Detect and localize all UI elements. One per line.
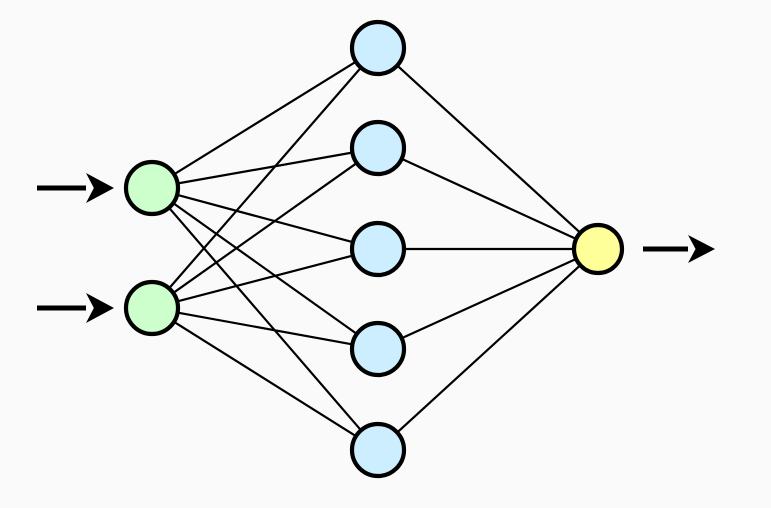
output-arrow-1 <box>643 235 715 263</box>
input-node-2[interactable] <box>123 279 181 337</box>
edge-i2-h3 <box>175 254 355 303</box>
edges-group <box>167 60 583 438</box>
hidden-node-4[interactable] <box>349 320 407 378</box>
input-arrow-1-head <box>86 173 114 203</box>
output-arrow-1-head <box>688 235 715 263</box>
hidden-node-1[interactable] <box>349 19 407 77</box>
edge-i1-h3 <box>175 193 355 244</box>
edge-h4-o1 <box>399 257 579 340</box>
edge-i2-h4 <box>175 311 355 346</box>
input-node-1[interactable] <box>123 159 181 217</box>
edge-i1-h1 <box>172 60 358 176</box>
hidden-node-2[interactable] <box>349 119 407 177</box>
edge-h1-o1 <box>395 63 583 235</box>
input-arrow-1 <box>37 173 114 203</box>
edge-i1-h5 <box>167 205 363 433</box>
edge-i1-h4 <box>171 201 359 336</box>
edge-h5-o1 <box>395 263 583 435</box>
input-arrow-2-head <box>86 293 114 323</box>
hidden-node-3[interactable] <box>349 220 407 278</box>
edge-h2-o1 <box>399 157 579 241</box>
edge-i2-h5 <box>172 320 358 438</box>
hidden-layer <box>349 19 407 479</box>
input-arrow-2 <box>37 293 114 323</box>
edge-i2-h1 <box>167 65 363 291</box>
output-layer <box>571 222 625 276</box>
edge-i2-h2 <box>171 161 359 295</box>
hidden-node-5[interactable] <box>349 421 407 479</box>
io-arrows-group <box>37 173 715 323</box>
edge-i1-h2 <box>175 151 355 185</box>
nodes-group <box>123 19 625 479</box>
output-node-1[interactable] <box>571 222 625 276</box>
input-layer <box>123 159 181 337</box>
